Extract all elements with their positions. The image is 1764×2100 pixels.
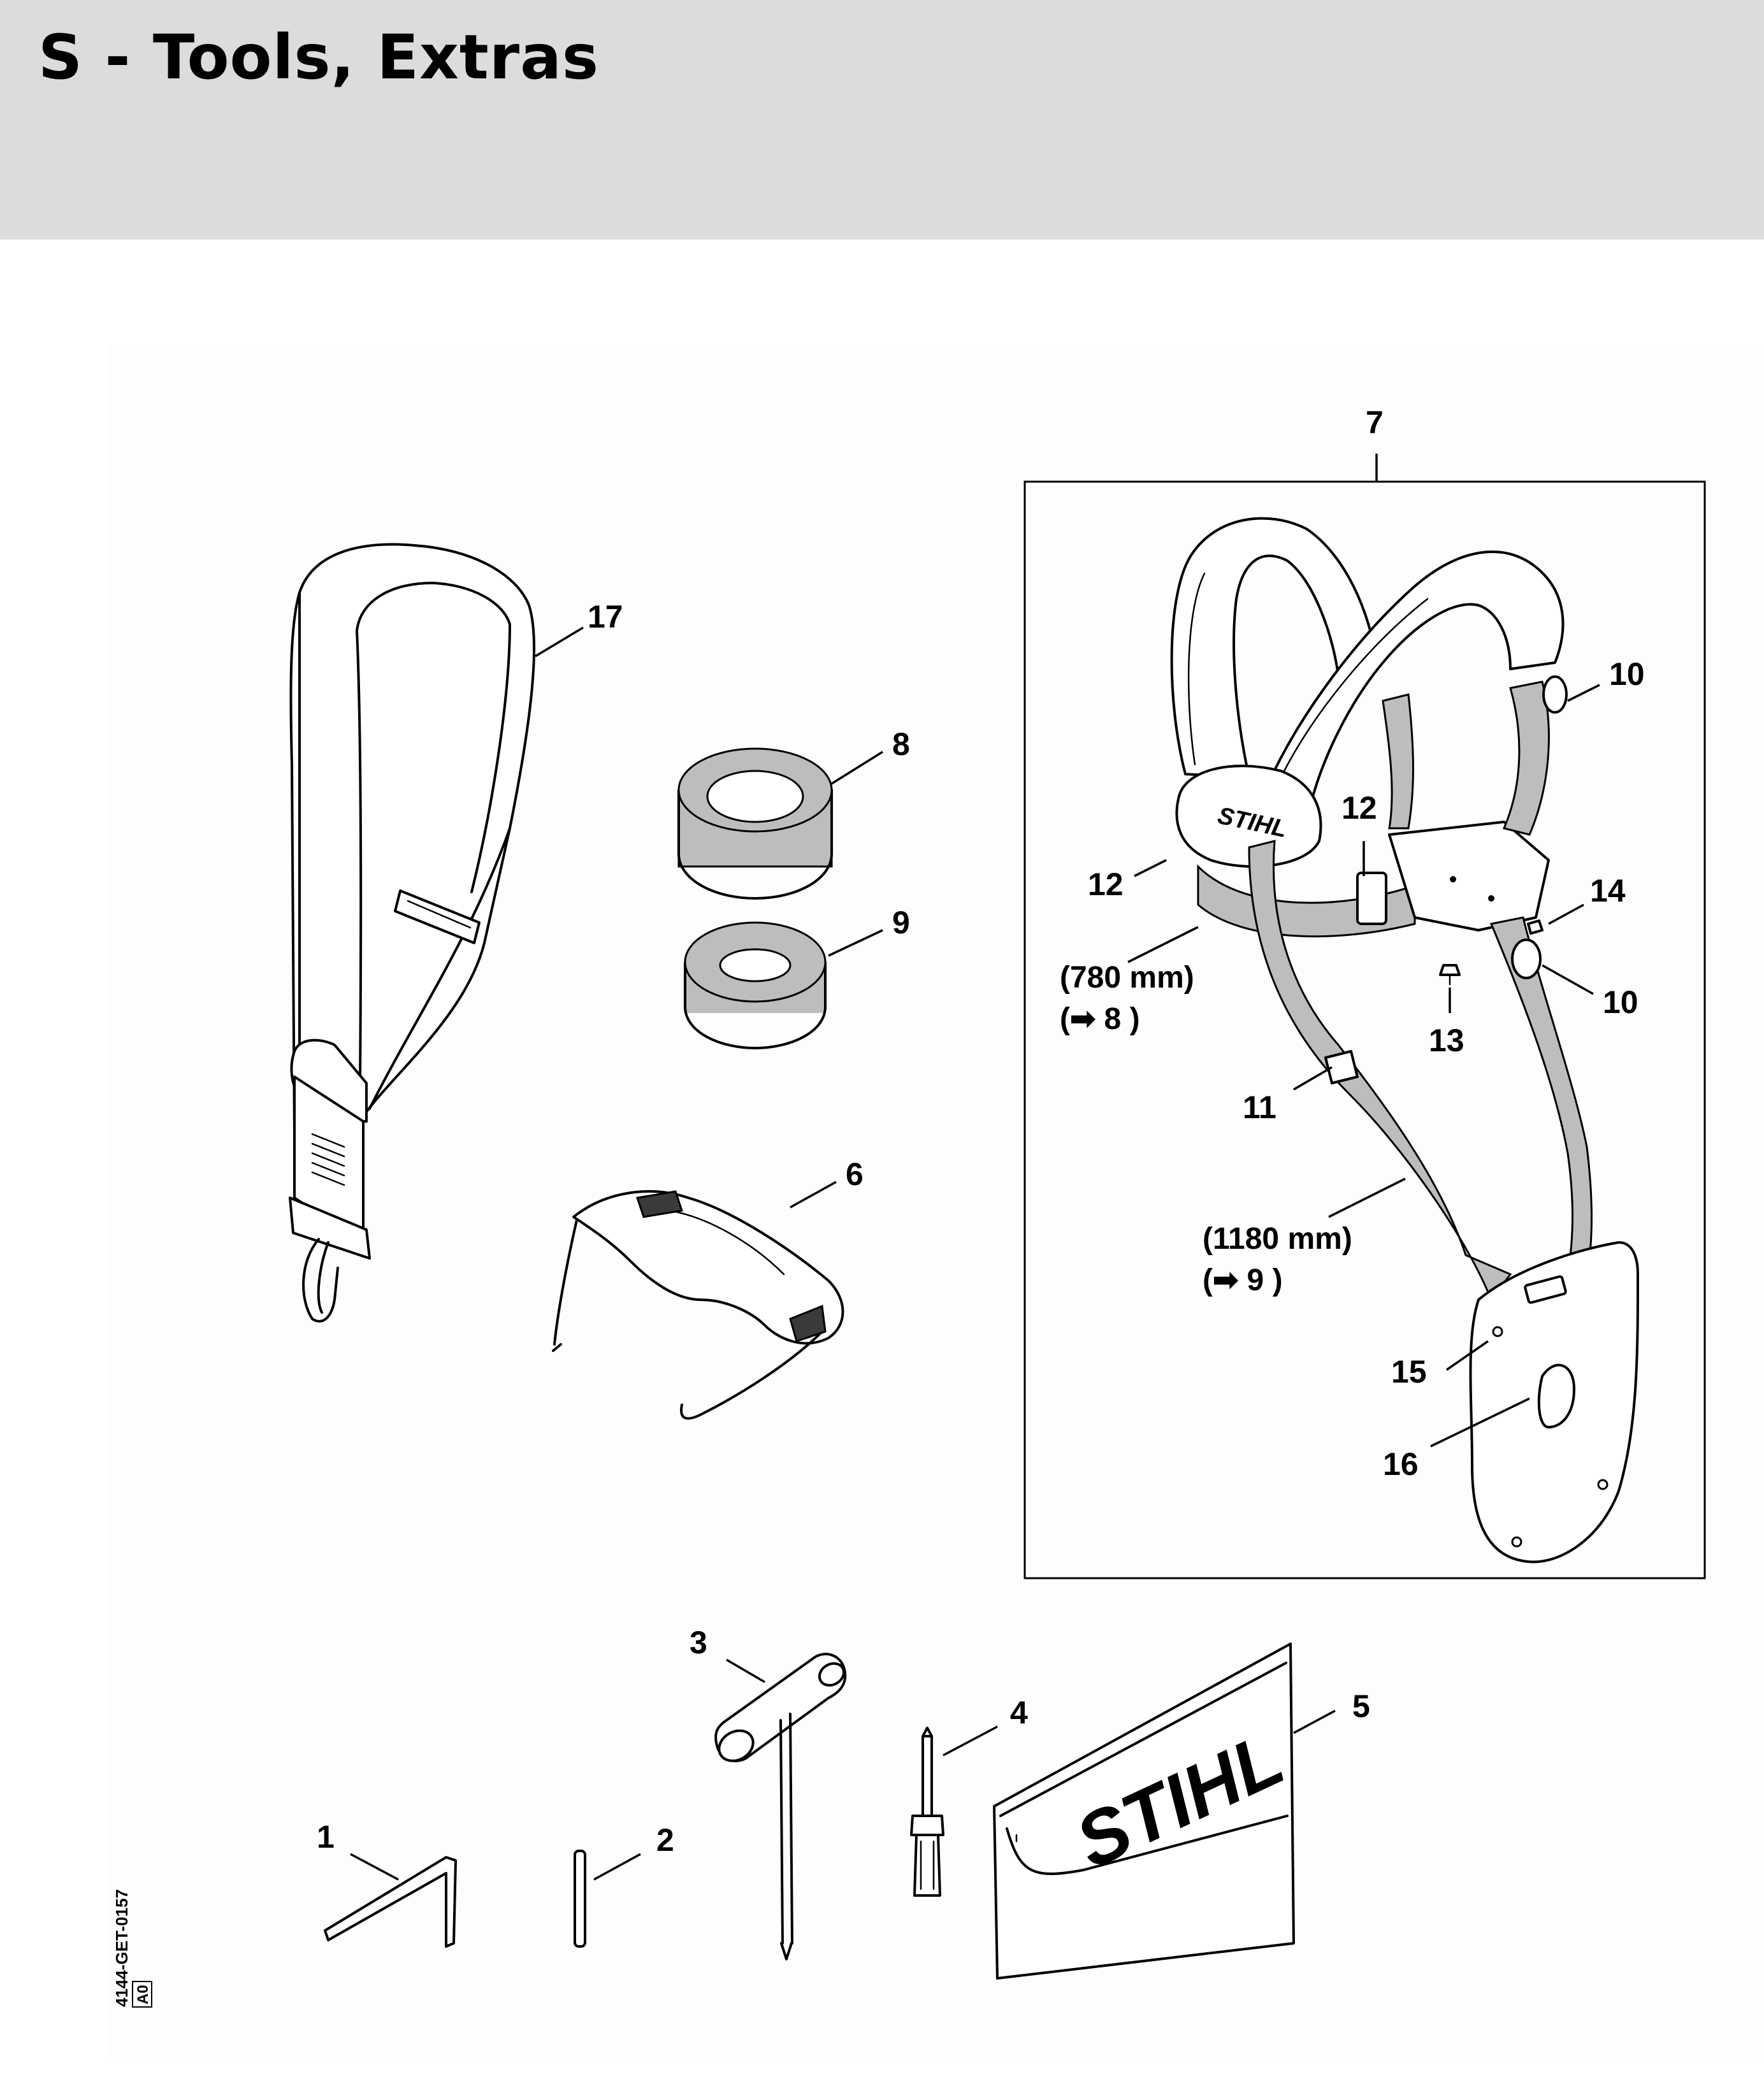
strap-buckle: [289, 1039, 371, 1260]
part-6-glasses: [552, 1190, 844, 1420]
callout-17: 17: [588, 599, 623, 635]
callout-14: 14: [1590, 873, 1626, 909]
drawing-code: 4144-GET-0157 A0: [112, 1889, 152, 2008]
callout-4: 4: [1010, 1695, 1028, 1730]
part-5-pouch: STIHL: [993, 1643, 1296, 1980]
page-header: S - Tools, Extras: [0, 0, 1764, 240]
leader-lines: [350, 454, 1600, 1881]
callout-2: 2: [656, 1822, 674, 1858]
part-17-strap: [289, 543, 536, 1323]
part-2-pin: [574, 1850, 586, 1948]
callout-12-left: 12: [1088, 867, 1124, 902]
callout-11: 11: [1243, 1090, 1276, 1125]
callout-1: 1: [317, 1819, 335, 1855]
callout-3: 3: [690, 1625, 707, 1660]
dimension-labels: (780 mm) (➡ 8 ) (1180 mm) (➡ 9 ): [1060, 961, 1352, 1297]
callout-5: 5: [1352, 1688, 1370, 1724]
callout-15: 15: [1391, 1354, 1427, 1390]
callout-16: 16: [1383, 1446, 1419, 1482]
callout-12-center: 12: [1341, 790, 1377, 826]
harness-box: [1023, 480, 1706, 1579]
callout-13: 13: [1429, 1023, 1464, 1058]
dimension-780-length: (780 mm): [1060, 961, 1194, 995]
part-1-hex-key: [324, 1856, 457, 1948]
callout-numbers: 1 2 3 4 5 6 7 8 9 10 10 11 12 12 13 14 1…: [317, 405, 1645, 1858]
page-title: S - Tools, Extras: [38, 22, 600, 93]
part-9-ring: [684, 921, 827, 1049]
harness-back-plate: STIHL: [1175, 765, 1322, 868]
callout-6: 6: [846, 1156, 864, 1192]
drawing-revision: A0: [134, 1985, 152, 2004]
callout-9: 9: [892, 905, 910, 940]
strap-slider: [394, 889, 481, 944]
part-7-harness: STIHL: [1170, 517, 1639, 1564]
callout-10-upper: 10: [1609, 656, 1645, 692]
dimension-1180-ref: (➡ 9 ): [1203, 1263, 1283, 1297]
part-3-wrench: [714, 1653, 847, 1960]
callout-7: 7: [1366, 405, 1384, 440]
strap-hook: [302, 1238, 339, 1323]
callout-8: 8: [892, 726, 910, 762]
callout-10-lower: 10: [1603, 984, 1638, 1020]
dimension-1180-length: (1180 mm): [1203, 1222, 1352, 1256]
harness-hip-plate: [1469, 1241, 1639, 1564]
part-4-screwdriver: [910, 1727, 944, 1897]
dimension-780-ref: (➡ 8 ): [1060, 1002, 1140, 1036]
part-8-ring: [677, 747, 833, 900]
drawing-number: 4144-GET-0157: [112, 1889, 131, 2007]
